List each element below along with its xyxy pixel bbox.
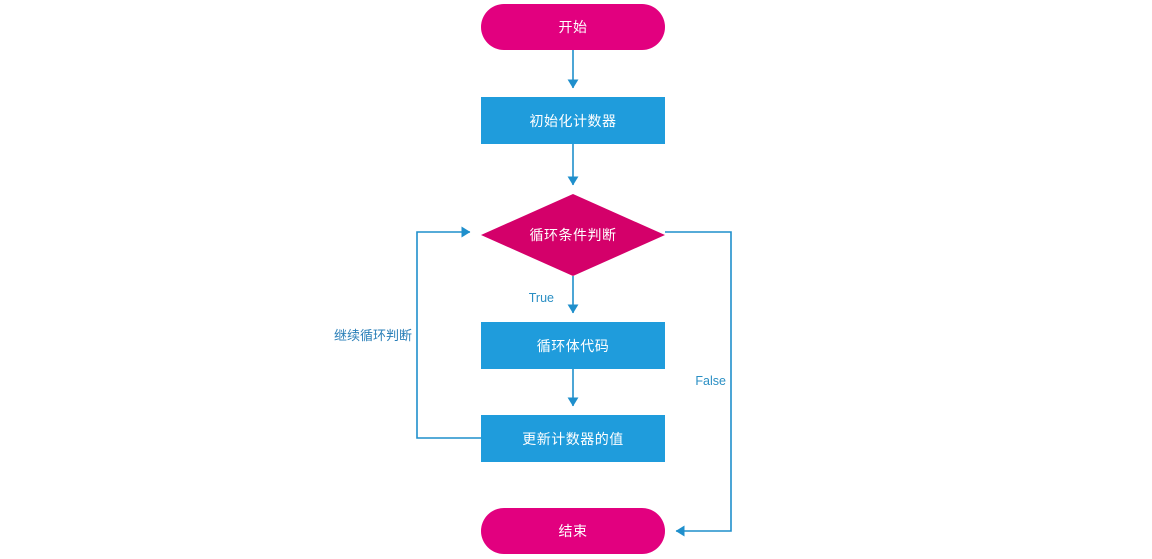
node-end[interactable]: 结束 <box>481 508 665 554</box>
node-loop-body-code-label: 循环体代码 <box>536 337 610 354</box>
edge-label-false: False <box>695 374 726 388</box>
edge-label-continue-loop: 继续循环判断 <box>333 328 412 343</box>
node-loop-condition-label: 循环条件判断 <box>529 227 617 243</box>
edge-label-true: True <box>528 291 554 305</box>
node-start[interactable]: 开始 <box>481 4 665 50</box>
node-loop-condition[interactable]: 循环条件判断 <box>481 194 665 276</box>
edge-update-to-cond-loopback <box>416 226 481 439</box>
node-initialize-counter[interactable]: 初始化计数器 <box>481 97 665 144</box>
node-loop-body-code[interactable]: 循环体代码 <box>481 322 665 369</box>
node-end-label: 结束 <box>558 523 588 539</box>
edge-cond-to-end-false <box>665 231 732 537</box>
node-update-counter[interactable]: 更新计数器的值 <box>481 415 665 462</box>
node-update-counter-label: 更新计数器的值 <box>522 430 624 447</box>
node-start-label: 开始 <box>558 19 588 35</box>
node-initialize-counter-label: 初始化计数器 <box>529 112 617 129</box>
